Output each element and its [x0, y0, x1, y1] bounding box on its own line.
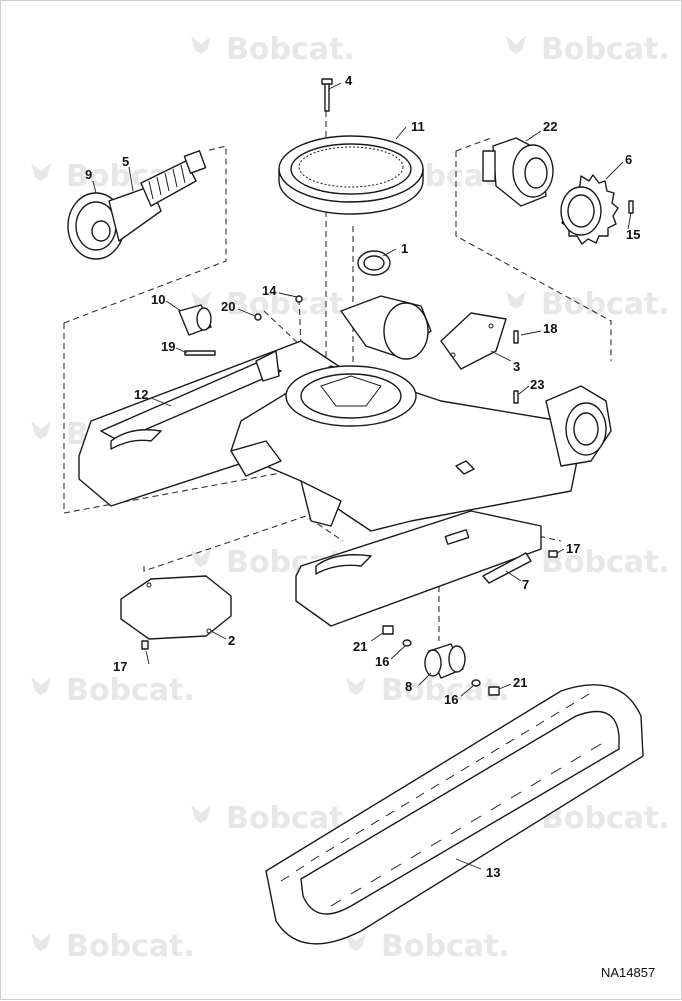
idler-assembly	[67, 150, 207, 260]
watermark-13: Bobcat.	[191, 801, 355, 836]
svg-text:Bobcat.: Bobcat.	[226, 287, 355, 322]
bearing-1	[357, 250, 391, 276]
bolt-23	[513, 390, 519, 404]
callout-21b: 21	[513, 675, 527, 690]
washer-16a	[402, 639, 412, 647]
undercarriage-frame	[78, 295, 612, 532]
callout-17b: 17	[113, 659, 127, 674]
plug-14	[295, 295, 303, 303]
watermark-10: Bobcat.	[506, 545, 670, 580]
bolt-17a	[548, 550, 558, 558]
watermark-1: Bobcat.	[191, 32, 355, 67]
callout-16b: 16	[444, 692, 458, 707]
svg-text:Bobcat.: Bobcat.	[541, 545, 670, 580]
leader-lines	[92, 82, 632, 870]
bolt-17b	[141, 640, 149, 650]
svg-text:Bobcat.: Bobcat.	[66, 929, 195, 964]
motor-cover	[440, 312, 507, 370]
pin-7	[482, 552, 532, 584]
svg-text:Bobcat.: Bobcat.	[541, 32, 670, 67]
bolt-21a	[382, 625, 394, 635]
svg-text:Bobcat.: Bobcat.	[381, 929, 510, 964]
watermark-11: Bobcat.	[31, 673, 195, 708]
callout-2: 2	[228, 633, 235, 648]
sprocket	[560, 174, 619, 245]
watermark-12: Bobcat.	[346, 673, 510, 708]
callout-15: 15	[626, 227, 640, 242]
callout-13: 13	[486, 865, 500, 880]
callout-6: 6	[625, 152, 632, 167]
lower-track-frame	[295, 510, 542, 627]
callout-22: 22	[543, 119, 557, 134]
small-hardware	[141, 200, 634, 650]
watermark-2: Bobcat.	[506, 32, 670, 67]
callout-23: 23	[530, 377, 544, 392]
bolt-4	[321, 78, 333, 112]
drive-motor	[482, 137, 554, 207]
callout-14: 14	[262, 283, 277, 298]
callout-3: 3	[513, 359, 520, 374]
callout-4: 4	[345, 73, 353, 88]
bolt-15	[628, 200, 634, 214]
slewing-ring	[278, 135, 424, 215]
watermark-15: Bobcat.	[31, 929, 195, 964]
callout-16a: 16	[375, 654, 389, 669]
cover-plate	[120, 575, 232, 640]
grease-20	[254, 313, 262, 321]
watermark-16: Bobcat.	[346, 929, 510, 964]
rubber-track	[265, 684, 644, 945]
callout-7: 7	[522, 577, 529, 592]
drawing-code: NA14857	[601, 965, 655, 980]
bolt-18	[513, 330, 519, 344]
watermark-6: Bobcat.	[506, 287, 670, 322]
callout-1: 1	[401, 241, 408, 256]
svg-text:Bobcat.: Bobcat.	[66, 673, 195, 708]
callout-18: 18	[543, 321, 557, 336]
bushing-10	[178, 304, 212, 336]
callout-21a: 21	[353, 639, 367, 654]
bolt-21b	[488, 686, 500, 696]
callout-10: 10	[151, 292, 165, 307]
svg-text:Bobcat.: Bobcat.	[541, 801, 670, 836]
callout-8: 8	[405, 679, 412, 694]
watermark-5: Bobcat.	[191, 287, 355, 322]
track-roller	[382, 625, 500, 696]
callouts: 4 11 1 5 9 22 6 15 14 20 10 19 18 3 23 1…	[85, 73, 640, 880]
svg-text:Bobcat.: Bobcat.	[381, 673, 510, 708]
callout-9: 9	[85, 167, 92, 182]
callout-11: 11	[411, 119, 425, 134]
callout-19: 19	[161, 339, 175, 354]
callout-20: 20	[221, 299, 235, 314]
washer-16b	[471, 679, 481, 687]
svg-text:Bobcat.: Bobcat.	[541, 287, 670, 322]
svg-text:Bobcat.: Bobcat.	[226, 32, 355, 67]
pin-19	[184, 350, 216, 356]
callout-12: 12	[134, 387, 148, 402]
callout-5: 5	[122, 154, 129, 169]
callout-17a: 17	[566, 541, 580, 556]
